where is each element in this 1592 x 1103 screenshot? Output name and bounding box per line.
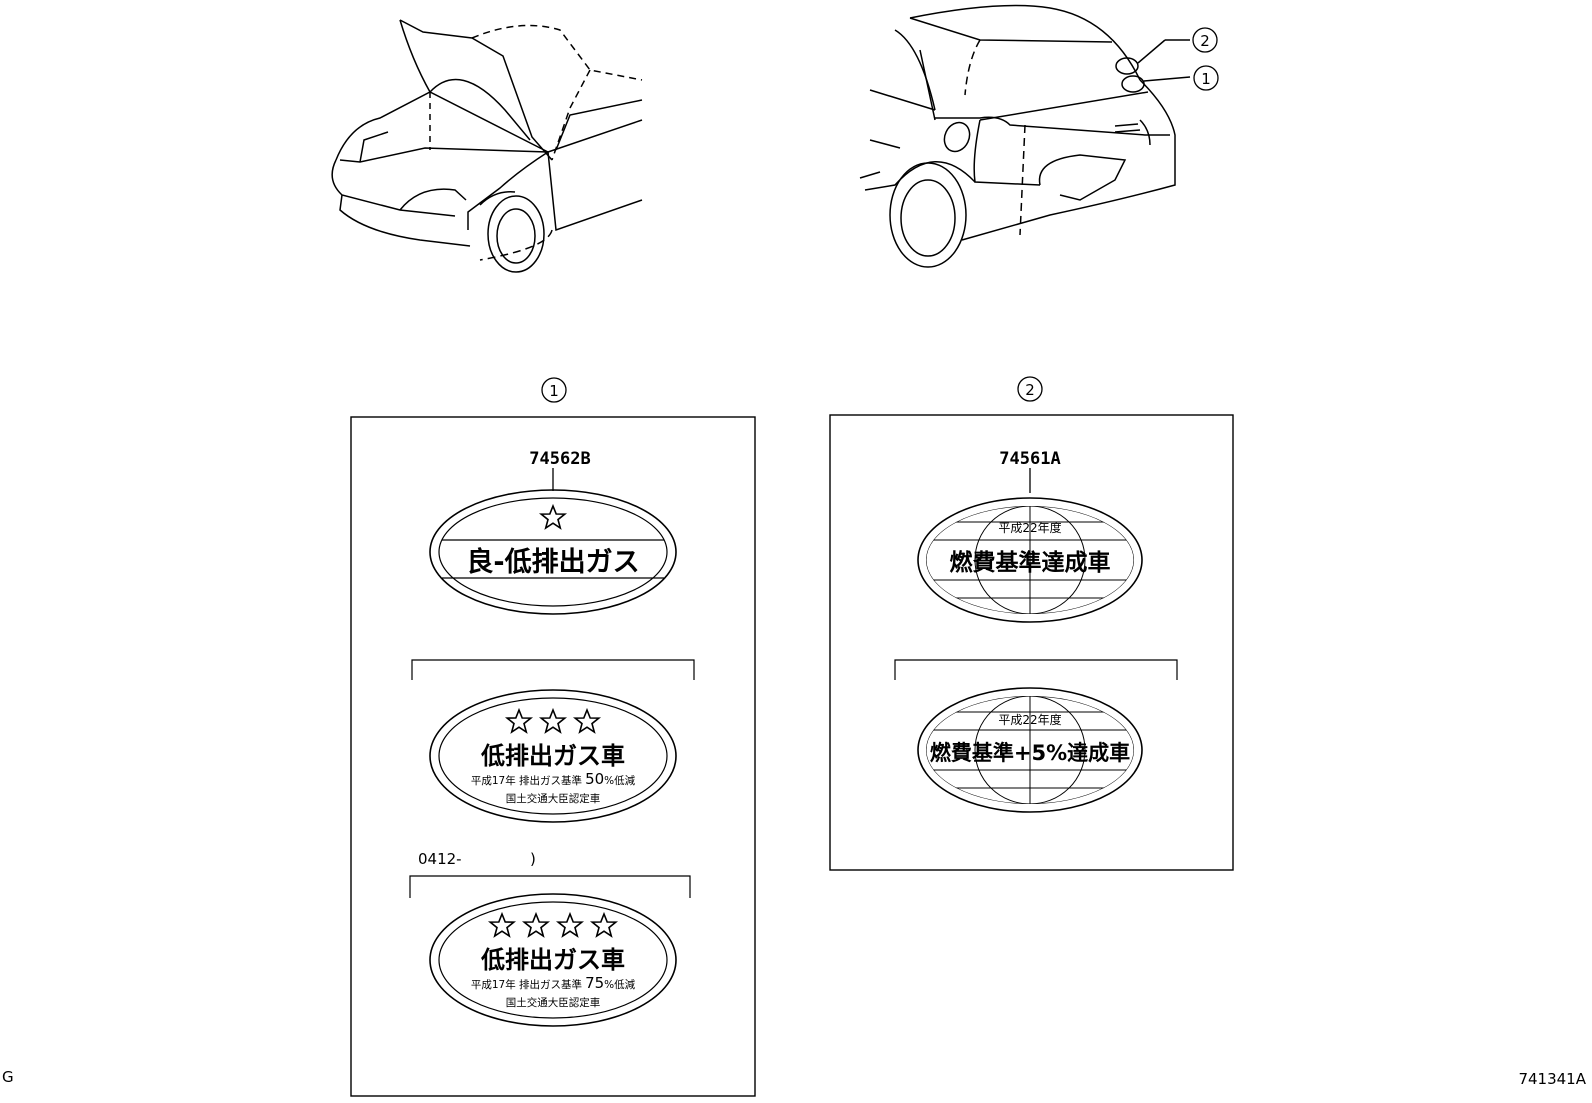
callout-one-panel: 1 [541, 377, 567, 403]
svg-text:): ) [530, 850, 536, 868]
star-icon [540, 709, 566, 733]
callout-two-panel: 2 [1017, 376, 1043, 402]
label-good-low-emission: 良-低排出ガス [429, 489, 677, 615]
svg-text:国土交通大臣認定車: 国土交通大臣認定車 [506, 996, 601, 1009]
svg-text:国土交通大臣認定車: 国土交通大臣認定車 [506, 792, 601, 805]
svg-text:良-低排出ガス: 良-低排出ガス [466, 546, 639, 578]
rear-car-illustration [859, 4, 1191, 268]
svg-text:1: 1 [1201, 70, 1211, 88]
callout-two-top: 2 [1192, 27, 1218, 53]
svg-text:燃費基準+5%達成車: 燃費基準+5%達成車 [930, 741, 1130, 765]
star-icon [557, 913, 583, 937]
drawing-number: 741341A [1518, 1070, 1586, 1088]
star-icon [506, 709, 532, 733]
star-icon [523, 913, 549, 937]
label-fuel-standard-plus5: 平成22年度 燃費基準+5%達成車 [917, 687, 1143, 813]
date-note: 0412- [418, 850, 462, 868]
svg-text:2: 2 [1025, 381, 1035, 399]
star-icon [591, 913, 617, 937]
front-car-illustration [331, 19, 643, 273]
svg-text:低排出ガス車: 低排出ガス車 [480, 946, 625, 974]
part-number-74562b: 74562B [529, 449, 590, 469]
svg-text:平成22年度: 平成22年度 [998, 520, 1061, 535]
svg-text:1: 1 [549, 382, 559, 400]
part-number-74561a: 74561A [999, 449, 1060, 469]
svg-text:燃費基準達成車: 燃費基準達成車 [950, 549, 1111, 576]
star-icon [489, 913, 515, 937]
corner-left-text: G [2, 1068, 14, 1086]
label-fuel-standard: 平成22年度 燃費基準達成車 [917, 497, 1143, 623]
svg-text:2: 2 [1200, 32, 1210, 50]
panel-two: 2 74561A 平成22年度 燃費基準達成車 [829, 376, 1234, 871]
star-icon [540, 505, 566, 529]
callout-one-top: 1 [1193, 65, 1219, 91]
svg-text:低排出ガス車: 低排出ガス車 [480, 742, 625, 770]
star-icon [574, 709, 600, 733]
svg-text:平成22年度: 平成22年度 [998, 712, 1061, 727]
